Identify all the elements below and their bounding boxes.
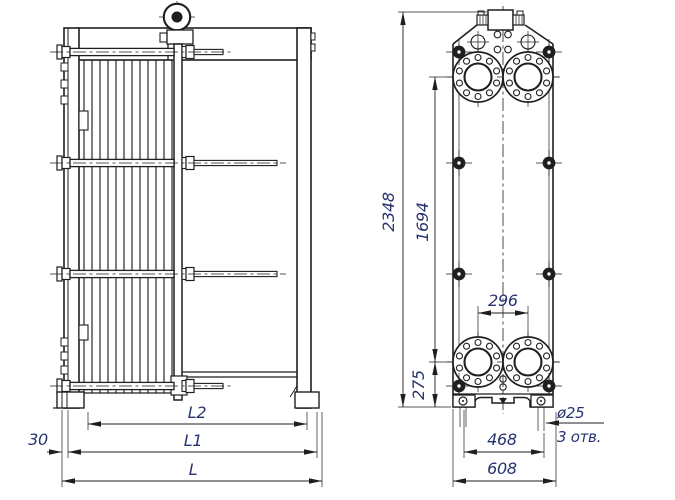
front-foot <box>53 391 85 409</box>
front-dimensions: 2348 1694 275 296 468 608 ø25 3 отв. <box>379 11 604 487</box>
drain-hole <box>499 383 507 391</box>
dim-2348: 2348 <box>379 192 398 232</box>
dim-275: 275 <box>409 370 428 400</box>
dim-1694: 1694 <box>413 202 432 242</box>
rear-foot <box>294 391 320 409</box>
side-dimensions: L2 L1 30 L <box>28 403 323 487</box>
fixed-plate <box>60 27 89 409</box>
frame-plate-outline <box>452 6 554 414</box>
dim-l2: L2 <box>188 403 207 422</box>
front-view: 2348 1694 275 296 468 608 ø25 3 отв. <box>379 6 604 487</box>
base-feet <box>452 394 554 431</box>
dim-l1: L1 <box>184 431 203 450</box>
dim-hole-count: 3 отв. <box>557 428 601 446</box>
dim-468: 468 <box>487 430 517 449</box>
dim-30: 30 <box>28 430 48 449</box>
dim-608: 608 <box>487 459 517 478</box>
side-view: L2 L1 30 L <box>28 1 323 487</box>
dim-l: L <box>189 460 198 479</box>
top-lifting-block <box>476 9 525 31</box>
dim-hole-diameter: ø25 <box>556 404 584 422</box>
guide-rail <box>182 371 297 378</box>
movable-plate <box>166 29 194 401</box>
dim-296: 296 <box>488 291 518 310</box>
drain-hole <box>499 375 507 383</box>
